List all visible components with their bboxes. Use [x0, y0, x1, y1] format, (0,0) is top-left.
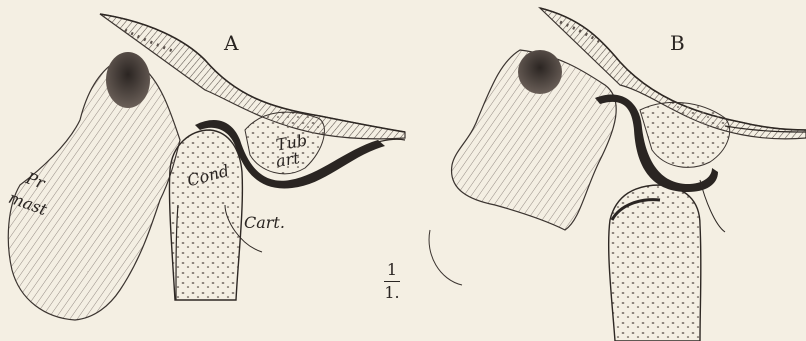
- panel-b-drawing: [429, 8, 806, 341]
- panel-a-letter: A: [224, 33, 238, 53]
- label-tuberculum-line-2: art: [275, 150, 301, 170]
- panel-a-condyle: [169, 130, 242, 300]
- label-cartilage: Cart.: [244, 215, 285, 231]
- scale-numerator: 1: [387, 260, 397, 279]
- scale-indicator: 1 1.: [382, 262, 402, 301]
- panel-a-mastoid-process: [8, 62, 180, 320]
- scale-fraction-bar: [384, 281, 400, 282]
- scale-denominator: 1.: [384, 283, 399, 302]
- panel-b-letter: B: [670, 33, 685, 53]
